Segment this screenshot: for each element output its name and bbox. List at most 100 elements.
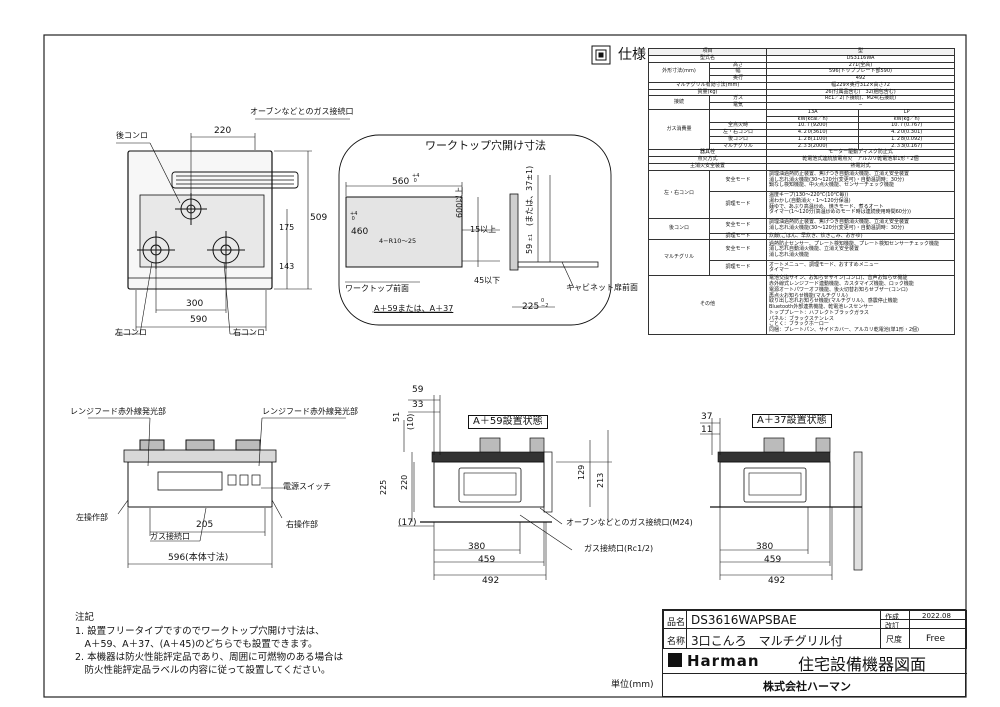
spec-grill-row-label: マルチグリル	[648, 239, 710, 277]
cut-dim-560: 560	[392, 177, 410, 187]
notes: 注記 1. 設置フリータイプですのでワークトップ穴開け寸法は、 A＋59、A＋3…	[75, 611, 343, 677]
label-oven-gas-conn: オーブンなどとのガス接続口	[250, 107, 354, 116]
spec-grill: 幅229×奥行312×高さ72	[766, 81, 955, 90]
dim-205: 205	[196, 520, 214, 530]
cut-dim-460: 460	[351, 227, 369, 237]
spec-elec-label: 電気	[709, 102, 767, 110]
cut-dim-59: 59 ±1	[525, 233, 534, 254]
spec-cons-13a: 1.２8(1100)	[765, 135, 860, 144]
note-1a: 1. 設置フリータイプですのでワークトップ穴開け寸法は、	[75, 626, 325, 637]
cut-dim-59-tol: ±1	[528, 233, 534, 242]
tb-prod: 3口こんろ マルチグリル付	[691, 634, 843, 648]
cut-dim-37: (または、37±1)	[525, 165, 534, 226]
dim-380-37: 380	[756, 542, 774, 552]
side-view-a59	[398, 395, 612, 580]
tb-drawing-title: 住宅設備機器図面	[798, 655, 927, 674]
spec-model-label: 型式名	[648, 54, 767, 63]
tb-made-label: 作成	[885, 613, 899, 621]
dim-59: 59	[412, 385, 424, 395]
label-oven-conn-m24: オーブンなどとのガス接続口(M24)	[566, 518, 693, 527]
tb-prod-cell: 3口こんろ マルチグリル付	[686, 628, 881, 649]
spec-grill-safe: 過熱防止センサー、プレート検知機能、プレート検知センサーチェック機能 消し忘れ自…	[766, 239, 955, 262]
spec-safety: 熱電対式	[766, 162, 955, 171]
dim-300: 300	[186, 299, 204, 309]
spec-col-lp: LP	[858, 108, 955, 117]
spec-rear-label: 後コンロ	[648, 217, 710, 241]
spec-cons-key: マルチグリル	[709, 142, 767, 151]
label-a59-a37: A＋59または、A＋37	[374, 304, 454, 313]
tb-prod-label-cell: 名称	[663, 628, 687, 649]
cut-dim-15: 15以上	[470, 225, 497, 234]
spec-grill-label: マルチグリル有効寸法(mm)	[648, 81, 767, 90]
tb-name-label-cell: 品名	[663, 610, 687, 629]
spec-rear-adj: 炊飯(ごはん、早炊き、炊きこみ、おかゆ)	[766, 232, 955, 241]
label-left-panel: 左操作部	[76, 513, 108, 522]
spec-safety-label: 主消火安全装置	[648, 162, 767, 171]
dim-590: 590	[190, 315, 208, 325]
note-2a: 2. 本機器は防火性能評定品であり、周囲に可燃物のある場合は	[75, 652, 344, 663]
dim-492-37: 492	[768, 576, 786, 586]
spec-adj-mode-label: 調理モード	[709, 232, 767, 241]
spec-model: DS3116WA	[766, 54, 955, 63]
cut-dim-560-tol: +4 0	[412, 173, 420, 184]
dim-213: 213	[596, 472, 605, 488]
label-right-panel: 右操作部	[286, 520, 318, 529]
spec-conn-label: 接続	[648, 95, 710, 110]
dim-596: 596(本体寸法)	[168, 553, 229, 563]
spec-lr-label: 左・右コンロ	[648, 169, 710, 219]
label-gas-conn-rc: ガス接続口(Rc1/2)	[584, 544, 654, 553]
spec-title: 仕様	[618, 47, 646, 63]
spec-mass-label: 質量(kg)	[648, 88, 767, 97]
label-rear-burner: 後コンロ	[116, 131, 148, 140]
dim-51: 51	[392, 411, 401, 422]
spec-safe-mode-label: 安全モード	[709, 239, 767, 262]
label-hood-left: レンジフード赤外線発光部	[70, 407, 166, 416]
dim-225-side: 225	[379, 479, 388, 495]
spec-cons-lp: 1.２8(0.092)	[858, 135, 955, 144]
top-view	[115, 118, 350, 335]
spec-adj-mode-label: 調理モード	[709, 190, 767, 219]
spec-adj-mode-label: 調理モード	[709, 260, 767, 277]
spec-head-type: 型	[766, 48, 955, 56]
cutout-detail	[338, 134, 612, 326]
cutout-title: ワークトップ穴開け寸法	[425, 139, 546, 152]
tb-scale-label-cell: 尺度	[880, 628, 910, 649]
cut-dim-225: 225	[522, 302, 540, 312]
tb-scale-label: 尺度	[886, 635, 902, 644]
tb-made: 2022.08	[922, 612, 951, 620]
cut-dim-225-tol: 0 −2	[541, 298, 549, 309]
side-view-a37	[700, 418, 863, 580]
title-block: 品名 DS3616WAPSBAE 作成 2022.08 改訂 名称 3口こんろ …	[662, 609, 967, 697]
dim-492: 492	[482, 576, 500, 586]
spec-col-13a: 13A	[765, 108, 860, 117]
label-gas-conn-front: ガス接続口	[150, 532, 190, 541]
notes-title: 注記	[75, 612, 95, 623]
spec-lr-safe: 調理油過熱防止装置、焦げつき自動消火機能、立消え安全装置 消し忘れ消火機能(30…	[766, 169, 955, 192]
dim-37: 37	[701, 412, 713, 422]
spec-icon	[591, 45, 611, 65]
label-cabinet-front: キャビネット扉前面	[566, 283, 638, 292]
dim-509: 509	[310, 213, 328, 223]
spec-grill-adj: オートメニュー、調理モード、おすすめメニュー タイマー	[766, 260, 955, 277]
cut-dim-600-text: 600以上	[455, 186, 464, 218]
tb-brand-row: Harman 住宅設備機器図面	[663, 648, 967, 674]
unit-label: 単位(mm)	[611, 680, 654, 690]
dim-380: 380	[468, 542, 486, 552]
dim-143: 143	[279, 262, 295, 271]
label-right-burner: 右コンロ	[233, 328, 265, 337]
front-view	[88, 417, 346, 568]
spec-safe-mode-label: 安全モード	[709, 217, 767, 234]
tb-prod-label: 名称	[667, 637, 686, 647]
dim-129: 129	[577, 464, 586, 480]
spec-elec: −	[766, 102, 955, 110]
sheet-border	[43, 34, 967, 698]
spec-cons-blank	[709, 108, 767, 124]
tb-name: DS3616WAPSBAE	[691, 613, 797, 627]
tb-scale-cell: Free	[909, 628, 967, 649]
side59-title: A＋59設置状態	[468, 415, 548, 429]
dim-220-side: 220	[400, 474, 409, 490]
dim-10: (10)	[406, 413, 415, 430]
cut-corner-radius: 4−R10〜25	[379, 237, 417, 245]
